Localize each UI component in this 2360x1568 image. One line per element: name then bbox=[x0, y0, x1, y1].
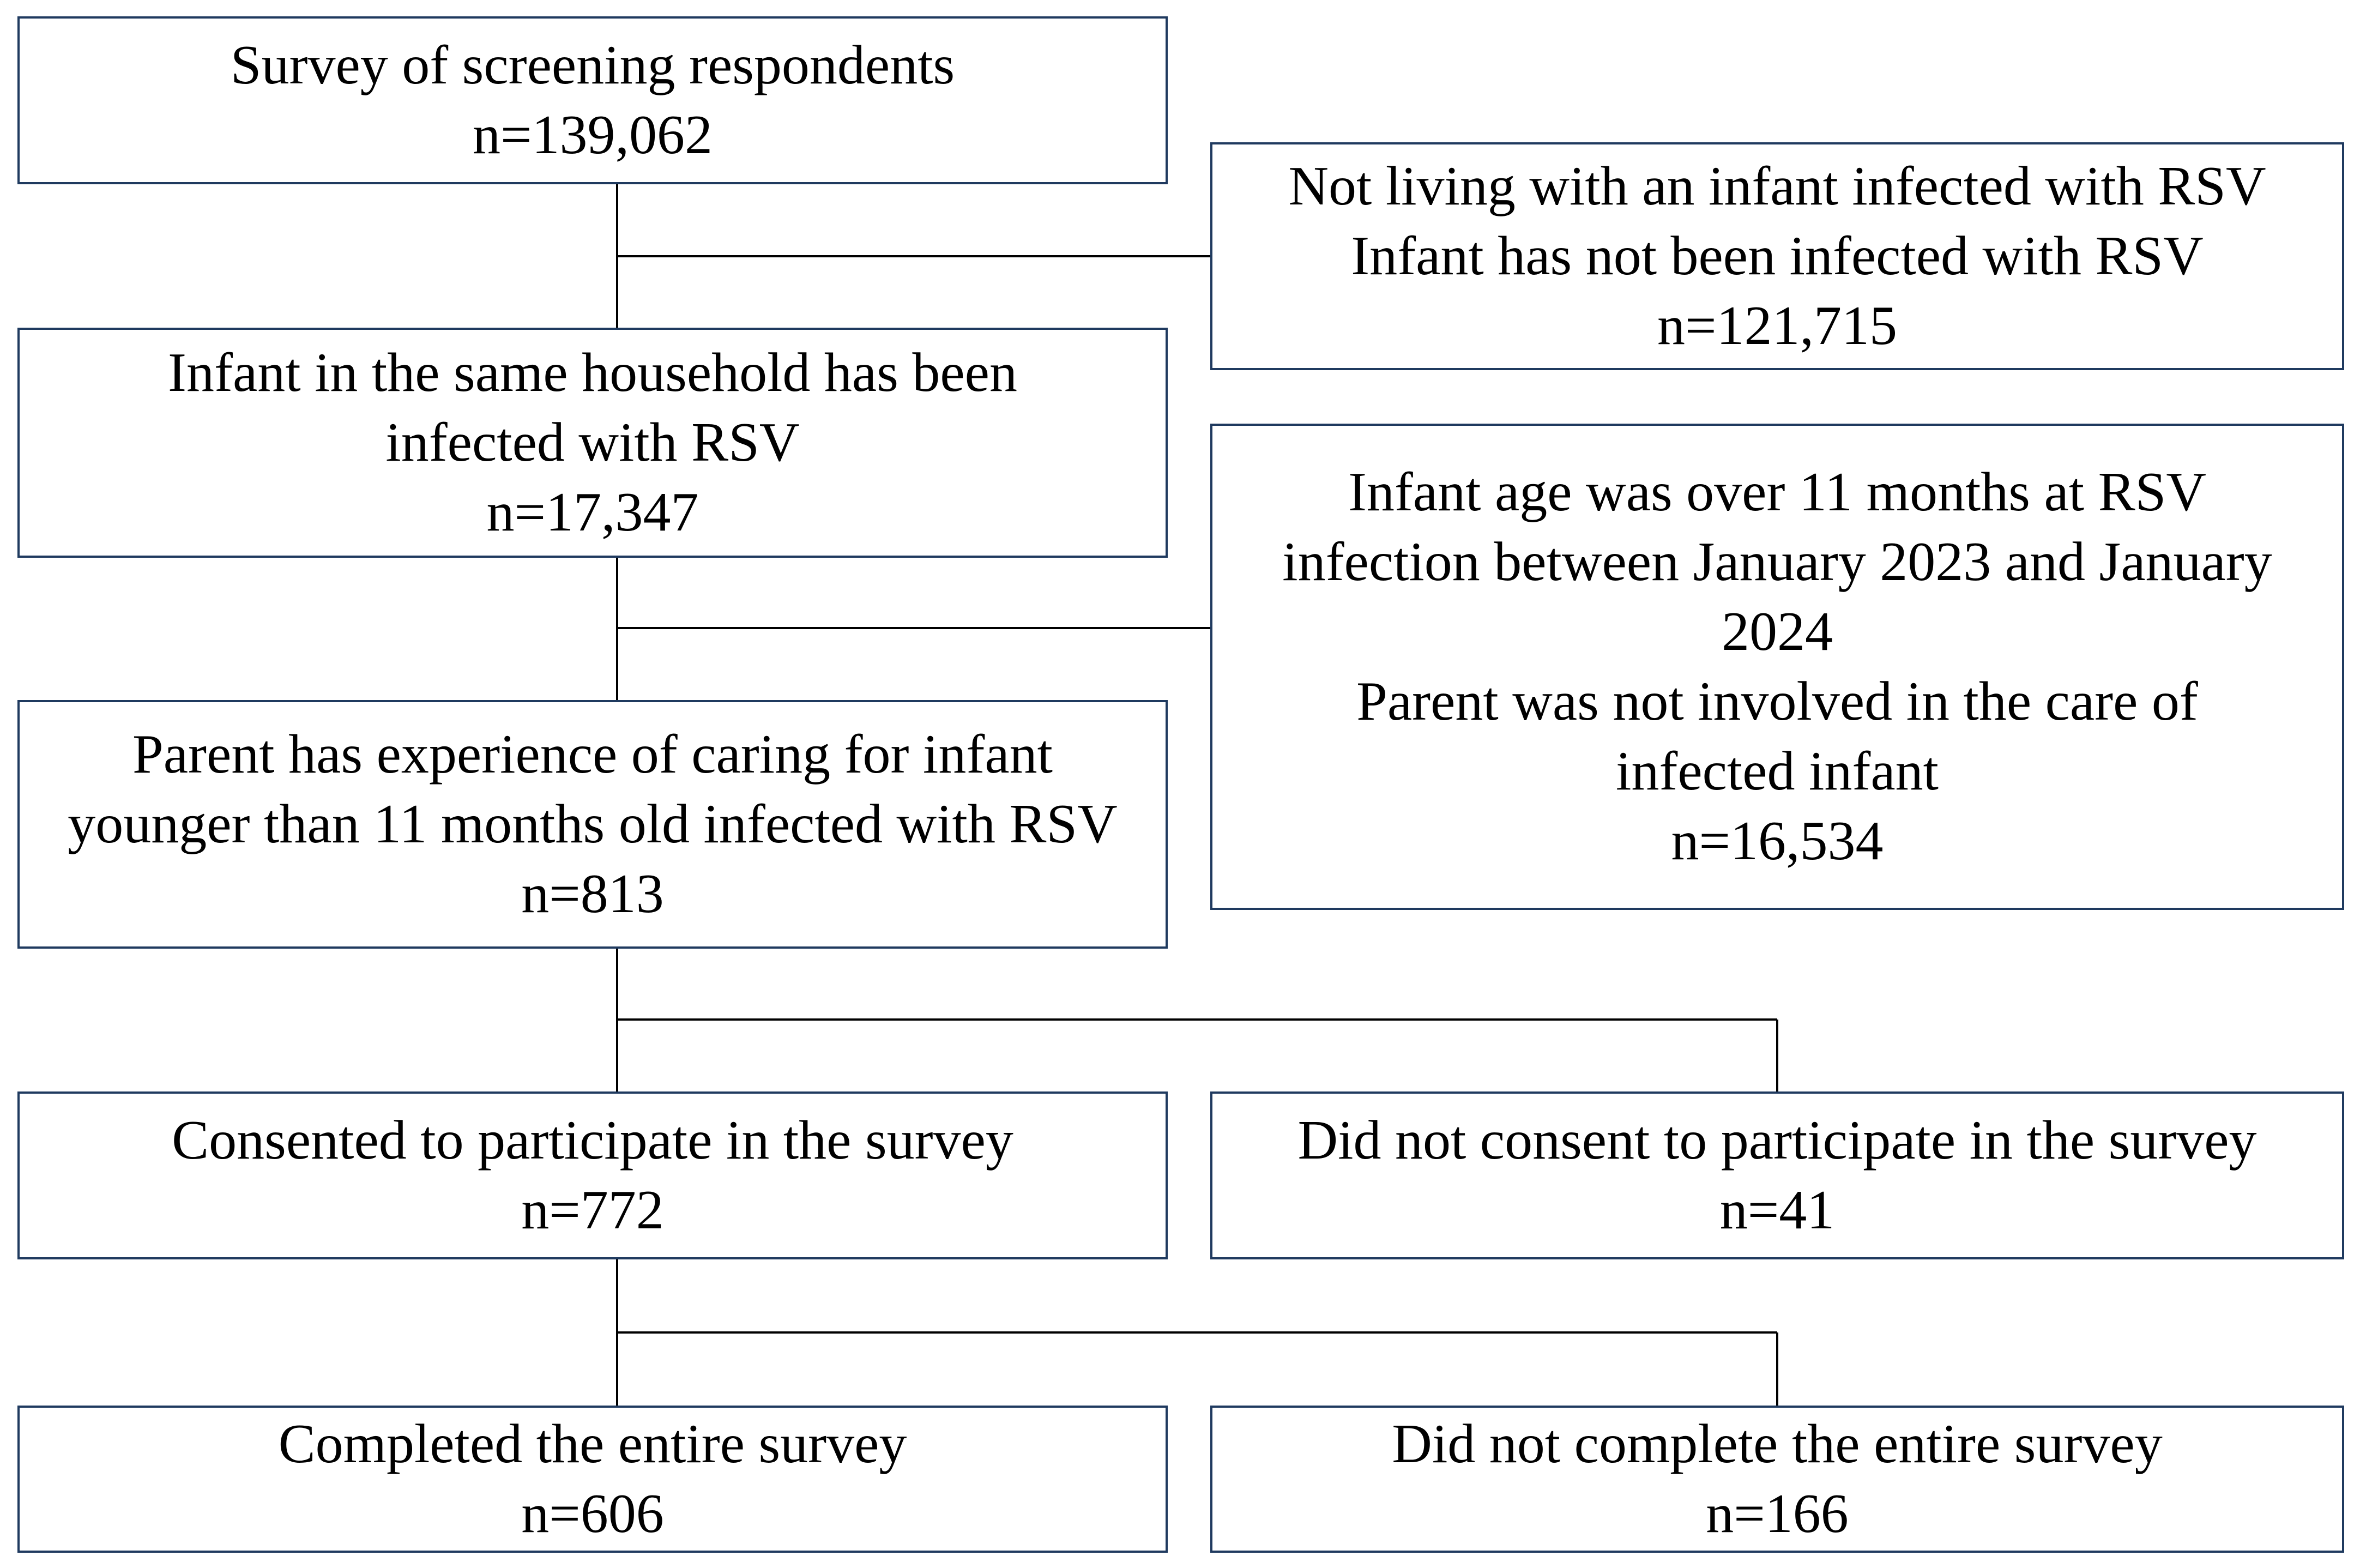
node-not-completed: Did not complete the entire survey n=166 bbox=[1210, 1406, 2344, 1553]
node-line: Infant in the same household has been bbox=[168, 342, 1017, 403]
node-count: n=139,062 bbox=[472, 104, 713, 166]
node-line: Infant age was over 11 months at RSV bbox=[1348, 461, 2207, 523]
node-line: infected infant bbox=[1616, 740, 1939, 802]
node-excluded-no-rsv: Not living with an infant infected with … bbox=[1210, 142, 2344, 370]
node-not-consented: Did not consent to participate in the su… bbox=[1210, 1091, 2344, 1259]
node-parent-experience: Parent has experience of caring for infa… bbox=[17, 700, 1168, 949]
node-line: 2024 bbox=[1722, 601, 1833, 662]
node-completed: Completed the entire survey n=606 bbox=[17, 1406, 1168, 1553]
node-consented: Consented to participate in the survey n… bbox=[17, 1091, 1168, 1259]
node-line: Survey of screening respondents bbox=[230, 34, 955, 96]
node-line: Did not consent to participate in the su… bbox=[1297, 1109, 2257, 1171]
node-line: Not living with an infant infected with … bbox=[1288, 155, 2266, 217]
node-count: n=166 bbox=[1706, 1483, 1849, 1545]
node-line: Infant has not been infected with RSV bbox=[1351, 225, 2204, 287]
node-line: Parent was not involved in the care of bbox=[1356, 671, 2198, 732]
node-line: infection between January 2023 and Janua… bbox=[1282, 531, 2272, 593]
node-line: younger than 11 months old infected with… bbox=[68, 793, 1118, 855]
node-line: infected with RSV bbox=[385, 412, 800, 473]
node-count: n=813 bbox=[521, 863, 664, 925]
node-line: Consented to participate in the survey bbox=[172, 1109, 1013, 1171]
node-count: n=772 bbox=[521, 1179, 664, 1241]
node-excluded-age-care: Infant age was over 11 months at RSV inf… bbox=[1210, 424, 2344, 910]
node-count: n=606 bbox=[521, 1483, 664, 1545]
node-line: Did not complete the entire survey bbox=[1392, 1413, 2163, 1475]
node-infant-infected: Infant in the same household has been in… bbox=[17, 328, 1168, 558]
node-line: Completed the entire survey bbox=[278, 1413, 907, 1475]
node-screening-respondents: Survey of screening respondents n=139,06… bbox=[17, 16, 1168, 184]
node-count: n=121,715 bbox=[1657, 295, 1898, 357]
node-count: n=17,347 bbox=[486, 481, 699, 543]
node-count: n=41 bbox=[1719, 1179, 1835, 1241]
node-count: n=16,534 bbox=[1671, 810, 1884, 872]
node-line: Parent has experience of caring for infa… bbox=[132, 723, 1053, 785]
